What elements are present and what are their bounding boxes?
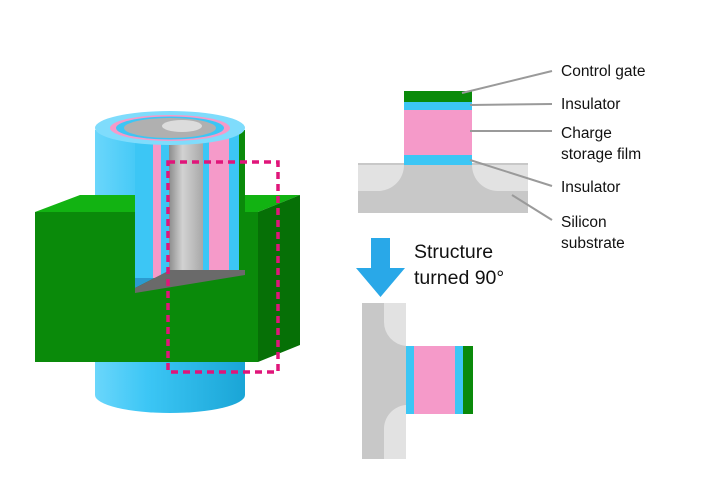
label-charge-storage-2: storage film: [561, 146, 642, 163]
highlight-box: [166, 160, 280, 374]
label-silicon-2: substrate: [561, 235, 625, 252]
leader-insulator-bottom: [469, 159, 553, 187]
bottom-insulator: [404, 155, 472, 165]
source-region: [358, 165, 404, 191]
top-insulator: [404, 102, 472, 110]
label-charge-storage-1: Charge: [561, 125, 612, 142]
label-insulator-top: Insulator: [561, 96, 621, 113]
planar-cross-section: [358, 70, 553, 221]
label-turned: turned 90°: [414, 267, 505, 289]
leader-control-gate: [461, 70, 553, 94]
down-arrow-icon: [356, 238, 405, 297]
rotated-cross-section: [362, 303, 473, 459]
rotated-drain-region: [383, 405, 406, 459]
rotated-source-region: [383, 303, 406, 346]
cutaway-section: [135, 124, 245, 293]
label-control-gate: Control gate: [561, 63, 646, 80]
rotated-charge-storage: [414, 346, 455, 414]
drain-region: [472, 165, 528, 191]
rotated-bottom-insulator: [406, 346, 414, 414]
label-silicon-1: Silicon: [561, 214, 607, 231]
leader-insulator-top: [469, 103, 553, 106]
leader-lines: [461, 70, 553, 221]
control-gate: [404, 91, 472, 102]
label-structure: Structure: [414, 241, 494, 263]
cylinder-top-face: [95, 111, 245, 145]
rotated-control-gate: [463, 346, 473, 414]
charge-storage-film: [404, 110, 472, 155]
cylinder-3d-model: [35, 111, 300, 413]
label-insulator-bottom: Insulator: [561, 179, 621, 196]
leader-silicon: [511, 194, 553, 221]
rotated-top-insulator: [455, 346, 463, 414]
